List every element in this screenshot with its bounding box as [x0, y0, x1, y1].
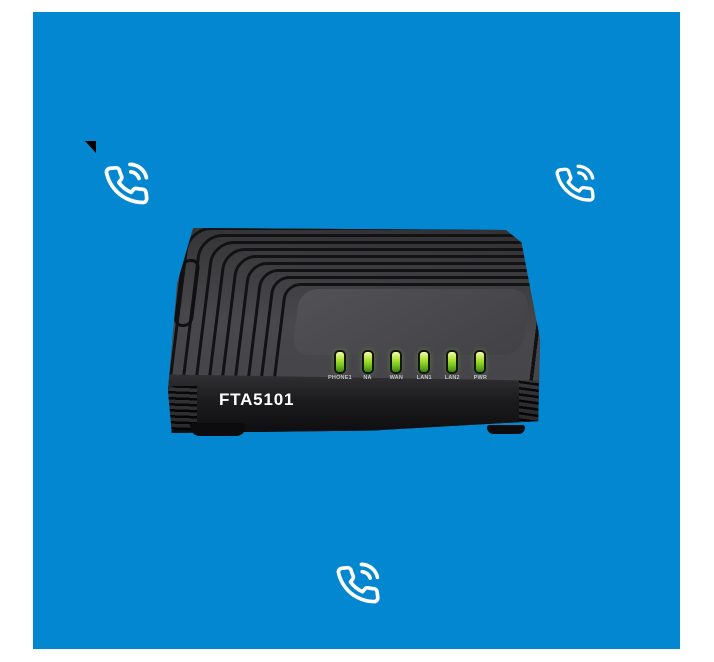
- led-unit-phone1: PHONE1: [326, 352, 354, 381]
- led-unit-pwr: PWR: [466, 352, 494, 381]
- led-lan2-light: [448, 352, 456, 372]
- led-wan-light: [392, 352, 400, 372]
- device-product-image: PHONE1 NA WAN LAN1 LAN2: [168, 227, 541, 433]
- device-foot-right: [487, 425, 525, 434]
- led-label: PWR: [473, 375, 487, 381]
- led-pwr-light: [476, 352, 484, 372]
- model-label: FTA5101: [219, 390, 295, 409]
- led-label: WAN: [389, 375, 403, 381]
- led-phone1-light: [336, 352, 344, 372]
- led-label: NA: [363, 375, 373, 381]
- led-unit-lan2: LAN2: [438, 352, 466, 381]
- vent-grille-left: [168, 386, 197, 430]
- phone-call-icon: [102, 161, 151, 210]
- hero-banner: PHONE1 NA WAN LAN1 LAN2: [33, 12, 680, 649]
- phone-call-icon: [334, 561, 382, 609]
- device-foot-left: [190, 423, 246, 436]
- led-unit-na: NA: [354, 352, 382, 381]
- led-indicator-row: PHONE1 NA WAN LAN1 LAN2: [326, 352, 494, 381]
- led-label: LAN2: [444, 375, 460, 381]
- led-unit-wan: WAN: [382, 352, 410, 381]
- device-top-panel: [291, 289, 530, 355]
- cursor-marker: [85, 141, 96, 153]
- vent-grille-right: [519, 378, 541, 430]
- led-label: PHONE1: [328, 375, 352, 381]
- led-unit-lan1: LAN1: [410, 352, 438, 381]
- led-lan1-light: [420, 352, 428, 372]
- phone-call-icon: [553, 163, 597, 207]
- led-na-light: [364, 352, 372, 372]
- led-label: LAN1: [416, 375, 432, 381]
